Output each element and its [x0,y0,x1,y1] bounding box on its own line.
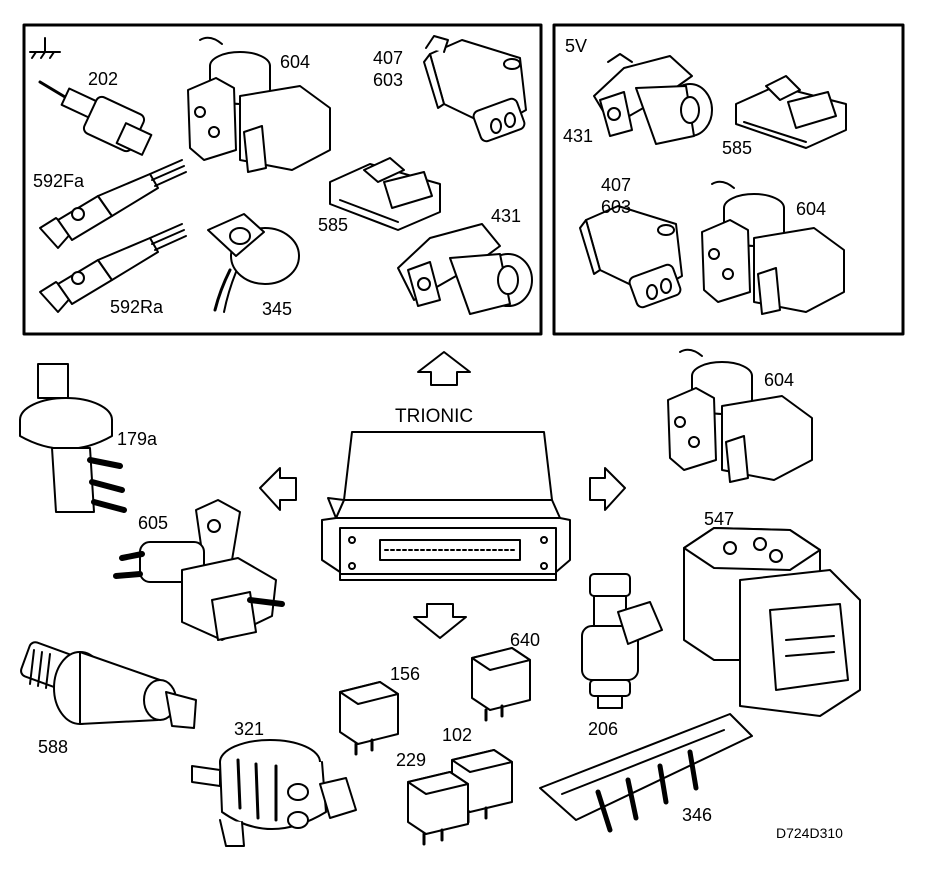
relay-640-drawing [472,648,530,720]
component-321-drawing [192,740,356,846]
label-603-left: 603 [373,70,404,90]
component-346-fuel-rail-drawing [540,714,752,830]
relay-229-drawing [408,772,468,844]
ground-symbol-icon [30,38,60,58]
label-102: 102 [442,725,473,745]
component-592Ra-drawing [40,224,186,312]
component-585-right-drawing [736,76,846,148]
label-407-left: 407 [373,48,404,68]
component-179a-drawing [20,364,124,512]
label-604-right: 604 [796,199,827,219]
component-585-left-drawing [330,158,440,230]
label-604-left: 604 [280,52,311,72]
component-206-injector-drawing [582,574,662,708]
label-346: 346 [682,805,713,825]
label-588: 588 [38,737,69,757]
label-592Ra: 592Ra [110,297,164,317]
label-trionic: TRIONIC [395,406,474,427]
arrow-left-icon [260,468,296,510]
label-5v: 5V [565,36,588,56]
component-202-drawing [40,82,151,155]
label-321: 321 [234,719,265,739]
component-588-drawing [19,641,196,728]
component-605-drawing [116,500,282,640]
label-585-right: 585 [722,138,753,158]
label-585-left: 585 [318,215,349,235]
label-179a: 179a [117,429,158,449]
label-156: 156 [390,664,421,684]
label-229: 229 [396,750,427,770]
component-592Fa-drawing [40,160,186,248]
component-345-drawing [208,214,299,312]
label-431-left: 431 [491,206,522,226]
arrow-down-icon [414,604,466,638]
component-407-603-right-drawing [580,206,682,309]
component-407-603-left-drawing [424,36,526,143]
label-202: 202 [88,69,119,89]
sensor-box-right-5v [554,25,903,334]
component-604-left-drawing [188,38,330,172]
component-547-drawing [684,528,860,716]
arrow-up-icon [418,352,470,385]
label-547: 547 [704,509,735,529]
label-640: 640 [510,630,541,650]
drawing-code: D724D310 [776,825,843,841]
label-605: 605 [138,513,169,533]
trionic-control-unit-drawing [322,432,570,580]
component-431-left-drawing [398,224,532,314]
component-604-right-drawing [702,182,844,314]
arrow-right-icon [590,468,625,510]
label-407-right: 407 [601,175,632,195]
label-431-right: 431 [563,126,594,146]
label-603-right: 603 [601,197,632,217]
label-206: 206 [588,719,619,739]
relay-156-drawing [340,682,398,754]
component-431-right-drawing [594,54,712,144]
label-345: 345 [262,299,293,319]
sensor-box-left [24,25,541,334]
component-604-output-drawing [668,350,812,482]
label-592Fa: 592Fa [33,171,85,191]
label-604-output: 604 [764,370,795,390]
